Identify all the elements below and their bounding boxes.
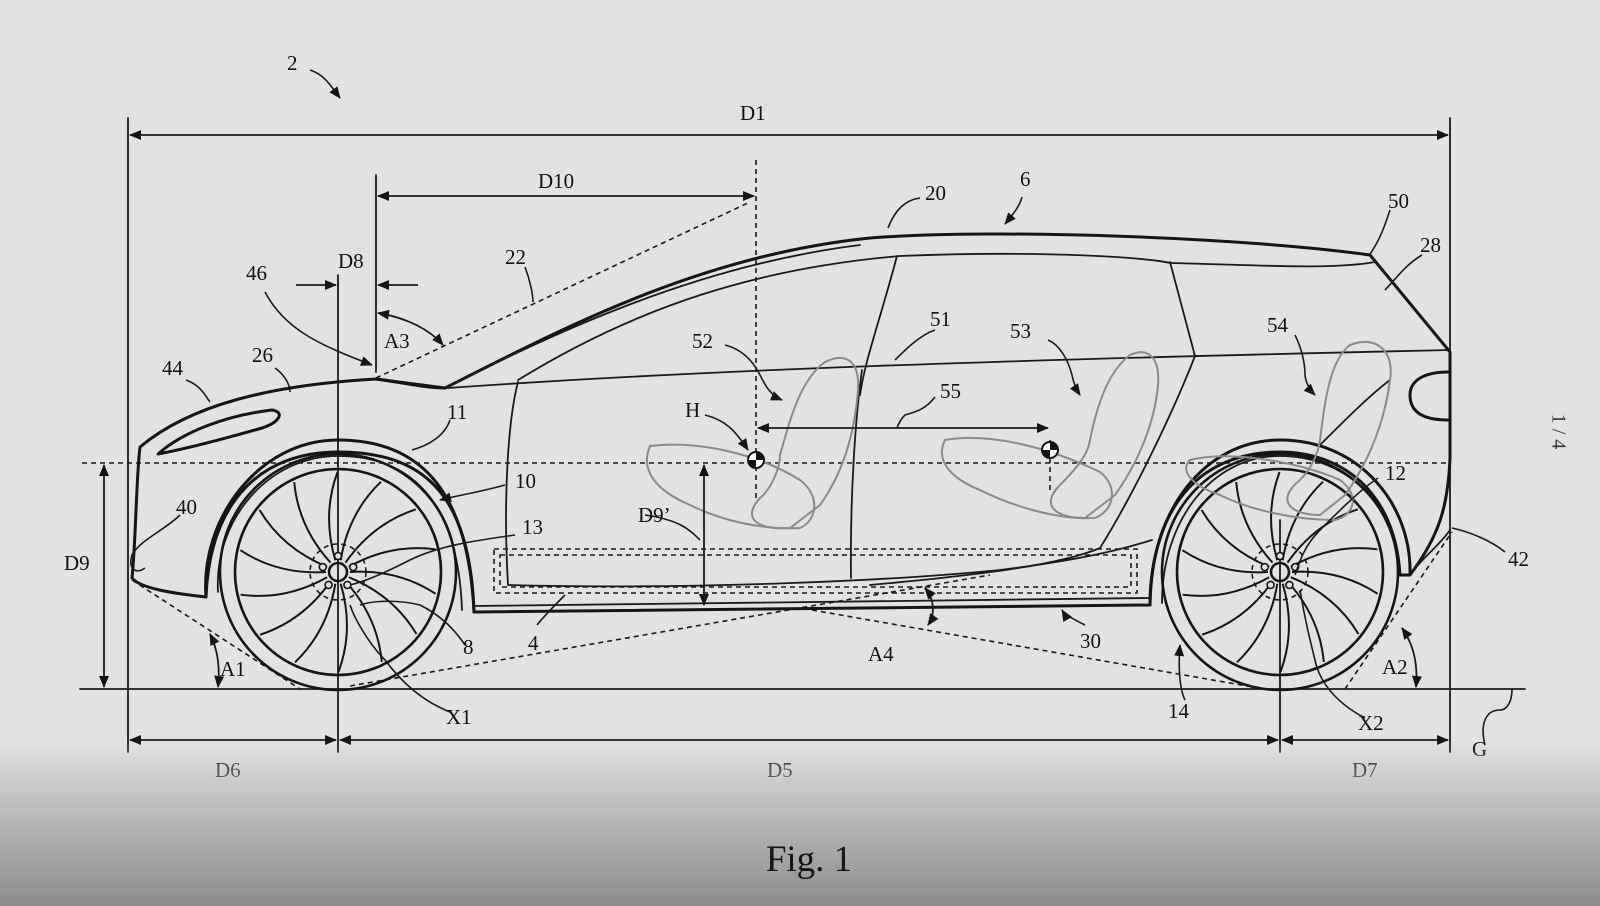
h-point-front — [747, 451, 765, 469]
vehicle-body — [130, 232, 1452, 614]
label-ref-6: 6 — [1020, 167, 1031, 191]
label-ref-50: 50 — [1388, 189, 1409, 213]
label-ref-22: 22 — [505, 245, 526, 269]
label-ref-46: 46 — [246, 261, 267, 285]
wheel-spoke — [339, 480, 382, 561]
figure-caption: Fig. 1 — [765, 839, 853, 880]
wheel-spoke — [1235, 482, 1274, 564]
wheel-spoke — [1200, 509, 1270, 568]
lug-nut — [348, 562, 358, 572]
wheel-spoke — [258, 509, 328, 568]
label-ref-51: 51 — [930, 307, 951, 331]
label-ref-55: 55 — [940, 379, 961, 403]
label-a2: A2 — [1382, 655, 1408, 679]
wheel-spoke — [1279, 583, 1290, 673]
front-wheel — [218, 452, 458, 692]
lug-nut — [324, 580, 333, 590]
lug-nut — [318, 562, 328, 572]
label-d9prime: D9’ — [638, 503, 671, 527]
wheel-spoke — [1291, 570, 1379, 595]
label-ref-52: 52 — [692, 329, 713, 353]
label-ref-53: 53 — [1010, 319, 1031, 343]
label-ref-42: 42 — [1508, 547, 1529, 571]
battery-pack-outline — [493, 548, 1138, 594]
label-ref-28: 28 — [1420, 233, 1441, 257]
label-ref-14: 14 — [1168, 699, 1190, 723]
occupant-rear — [1185, 340, 1392, 522]
label-ref-26: 26 — [252, 343, 273, 367]
h-point-middle — [1041, 441, 1059, 459]
label-a3: A3 — [384, 329, 410, 353]
label-ref-13: 13 — [522, 515, 543, 539]
wheel-spoke — [344, 580, 383, 662]
sheet-number: 1 / 4 — [1547, 413, 1570, 450]
bottom-shadow — [0, 740, 1600, 906]
lug-nut — [1285, 580, 1294, 590]
reference-labels: 2 D1 D10 20 6 50 28 22 D8 46 A3 44 26 52… — [64, 51, 1529, 782]
label-ref-4: 4 — [528, 631, 539, 655]
label-ref-30: 30 — [1080, 629, 1101, 653]
occupant-front — [645, 357, 860, 530]
wheel-spoke — [1201, 580, 1274, 636]
label-d1: D1 — [740, 101, 766, 125]
wheel-spoke — [1286, 580, 1325, 662]
label-ref-44: 44 — [162, 356, 184, 380]
label-h: H — [685, 398, 700, 422]
lug-nut — [1266, 580, 1275, 590]
wheel-spoke — [1270, 471, 1281, 561]
lug-nut — [1275, 551, 1285, 561]
lug-nut — [343, 580, 352, 590]
wheel-spoke — [344, 508, 417, 564]
label-x2: X2 — [1358, 711, 1384, 735]
label-a4: A4 — [868, 642, 894, 666]
wheel-spoke — [293, 482, 332, 564]
wheel-spoke — [259, 580, 332, 636]
label-ref-2: 2 — [287, 51, 298, 75]
wheel-spoke — [337, 583, 348, 673]
wheel-spoke — [294, 583, 337, 664]
wheel-spoke — [240, 576, 328, 597]
label-ref-10: 10 — [515, 469, 536, 493]
wheel-spoke — [1236, 583, 1279, 664]
label-x1: X1 — [446, 705, 472, 729]
label-ref-20: 20 — [925, 181, 946, 205]
label-ref-54: 54 — [1267, 313, 1289, 337]
label-d9: D9 — [64, 551, 90, 575]
label-ref-8: 8 — [463, 635, 474, 659]
wheel-spoke — [348, 547, 436, 568]
label-ref-12: 12 — [1385, 461, 1406, 485]
wheel-spoke — [1181, 549, 1269, 574]
dimension-arrows — [99, 130, 1449, 745]
label-ref-11: 11 — [447, 400, 467, 424]
wheel-spoke — [349, 570, 437, 595]
wheel-spoke — [1290, 576, 1360, 635]
occupant-middle — [940, 351, 1160, 520]
label-ref-40: 40 — [176, 495, 197, 519]
wheel-spoke — [239, 549, 327, 574]
leader-lines — [130, 69, 1513, 746]
lug-nut — [333, 551, 343, 561]
wheel-spoke — [328, 471, 339, 561]
wheel-spoke — [1182, 576, 1270, 597]
extension-lines — [127, 117, 1451, 753]
label-d8: D8 — [338, 249, 364, 273]
label-a1: A1 — [220, 657, 246, 681]
label-d10: D10 — [538, 169, 574, 193]
lug-nut — [1260, 562, 1270, 572]
